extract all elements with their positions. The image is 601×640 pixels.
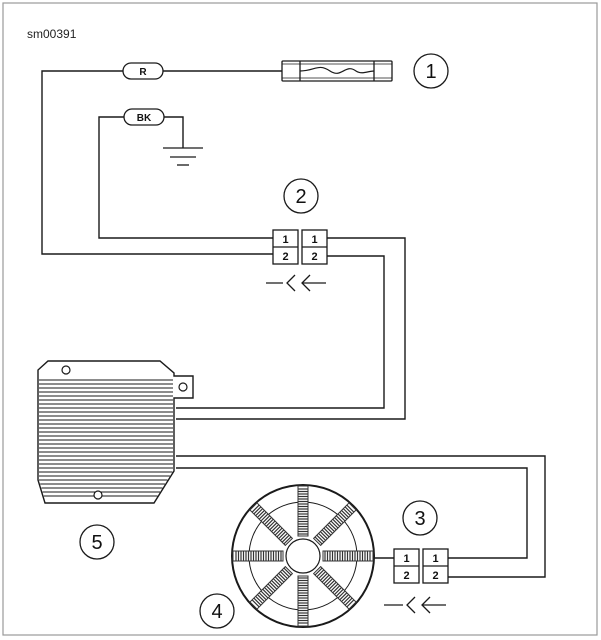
wiring (41, 70, 546, 578)
callout-5-label: 5 (91, 532, 102, 554)
connector-2-pin-1-left: 1 (282, 234, 288, 246)
callout-2: 2 (283, 178, 319, 214)
figure-reference-code: sm00391 (27, 27, 77, 41)
connector-2-pin-2-left: 2 (282, 251, 288, 263)
ground-symbol (163, 147, 203, 166)
callout-1-label: 1 (425, 61, 436, 83)
callout-4-label: 4 (211, 601, 222, 623)
regulator-lead-inner (176, 255, 385, 409)
callout-3-label: 3 (414, 508, 425, 530)
black-wire-ground-lead (164, 116, 184, 148)
regulator-mount-hole (61, 365, 71, 375)
regulator-mount-hole (178, 382, 188, 392)
stator-coils (232, 485, 374, 627)
wire-tag-red: R (122, 62, 164, 80)
wire-tag-black-label: BK (137, 113, 152, 124)
callout-1: 1 (413, 53, 449, 89)
regulator-rectifier (37, 360, 194, 504)
callout-4: 4 (199, 593, 235, 629)
connector-2: 1 2 1 2 (266, 229, 328, 292)
connector-2-mating-icon (266, 274, 326, 292)
stator-coil (322, 550, 374, 562)
stator-coil (232, 550, 284, 562)
stator-hub (285, 538, 321, 574)
red-wire-run (41, 70, 273, 255)
wire-tag-black: BK (123, 108, 165, 126)
stator-coil (312, 502, 357, 547)
connector-3: 1 2 1 2 (384, 548, 449, 614)
callout-3: 3 (402, 500, 438, 536)
connector-2-pin-1-right: 1 (311, 234, 317, 246)
connector-3-pin-1-right: 1 (432, 553, 438, 565)
regulator-lead-outer (176, 237, 406, 420)
stator-lead-inner (176, 467, 528, 559)
fuse (281, 60, 393, 82)
connector-2-pin-2-right: 2 (311, 251, 317, 263)
regulator-mount-hole (93, 490, 103, 500)
callout-2-label: 2 (295, 186, 306, 208)
stator-coil (297, 485, 309, 537)
connector-3-pin-2-right: 2 (432, 570, 438, 582)
stator-coil (249, 565, 294, 610)
stator-coil (297, 575, 309, 627)
stator-coil (249, 502, 294, 547)
stator-coil (312, 565, 357, 610)
black-wire-run (98, 116, 273, 239)
connector-3-pin-2-left: 2 (403, 570, 409, 582)
connector-3-mating-icon (384, 596, 446, 614)
callout-5: 5 (79, 524, 115, 560)
fuse-element (299, 66, 375, 74)
stator-lead-outer (176, 455, 546, 578)
wire-tag-red-label: R (139, 67, 147, 78)
connector-3-pin-1-left: 1 (403, 553, 409, 565)
stator (231, 484, 375, 628)
